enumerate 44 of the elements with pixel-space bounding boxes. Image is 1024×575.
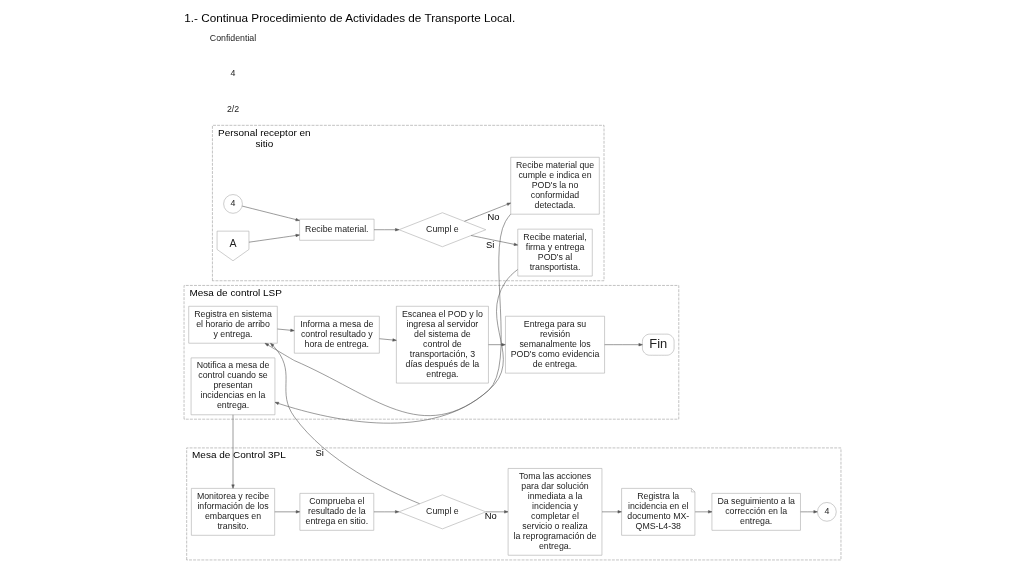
node-box: Entrega para su revisión semanalmente los POD's como evidencia de entrega. <box>504 315 605 374</box>
node-box: Recibe material que cumple e indica en POD's la no conformidad detectada. <box>509 157 600 215</box>
arrow <box>274 213 511 424</box>
arrow <box>373 228 399 232</box>
edge-label: Si <box>485 239 494 250</box>
arrow <box>273 510 300 514</box>
diagram-title: 1.- Continua Procedimiento de Actividades de Transporte Local. <box>183 11 515 25</box>
arrow <box>799 510 818 514</box>
label: 2/2 <box>226 104 239 115</box>
arrow <box>264 269 518 416</box>
node-box: Comprueba el resultado de la entrega en sitio. <box>299 493 374 531</box>
node-circle: 4 <box>816 502 837 522</box>
node-box: Da seguimiento a la corrección en la entrega. <box>711 493 801 531</box>
arrow <box>231 414 235 489</box>
arrow <box>487 343 506 347</box>
node-box: Fin <box>641 333 674 356</box>
edge-label: No <box>487 211 500 222</box>
node-box: Recibe material, firma y entrega POD's al transportista. <box>517 228 593 277</box>
node-box: Toma las acciones para dar solución inmediata a la incidencia y completar el servicio o realiza la reprogramación de entrega. <box>507 468 602 556</box>
arrow <box>601 510 622 514</box>
node-box: Escanea el POD y lo ingresa al servidor del sistema de control de transportación, 3 días después de la entrega. <box>395 305 489 384</box>
node-box: Informa a mesa de control resultado y hora de entrega. <box>293 315 380 354</box>
node-circle: 4 <box>222 194 243 214</box>
edge-label: Si <box>315 448 324 458</box>
arrow <box>378 338 397 342</box>
arrow <box>694 510 712 514</box>
label: 4 <box>230 68 235 79</box>
edge-label: No <box>484 511 497 522</box>
node-box: Recibe material. <box>298 218 374 241</box>
node-diamond: Cumpl e <box>398 212 486 248</box>
arrow <box>463 202 511 222</box>
node-diamond: Cumpl e <box>398 494 486 530</box>
node-box: Monitorea y recibe información de los embarques en transito. <box>190 488 275 536</box>
arrow <box>373 510 399 514</box>
arrow <box>269 343 420 504</box>
arrow <box>603 343 643 347</box>
node-box: Notifica a mesa de control cuando se presentan incidencias en la entrega. <box>190 357 275 416</box>
arrow <box>276 328 294 332</box>
arrow <box>241 205 300 222</box>
arrow <box>248 233 300 243</box>
arrow <box>485 510 508 514</box>
arrow <box>470 235 518 246</box>
label: Confidential <box>209 32 256 43</box>
node-box: Registra en sistema el horario de arribo y entrega. <box>187 305 278 344</box>
